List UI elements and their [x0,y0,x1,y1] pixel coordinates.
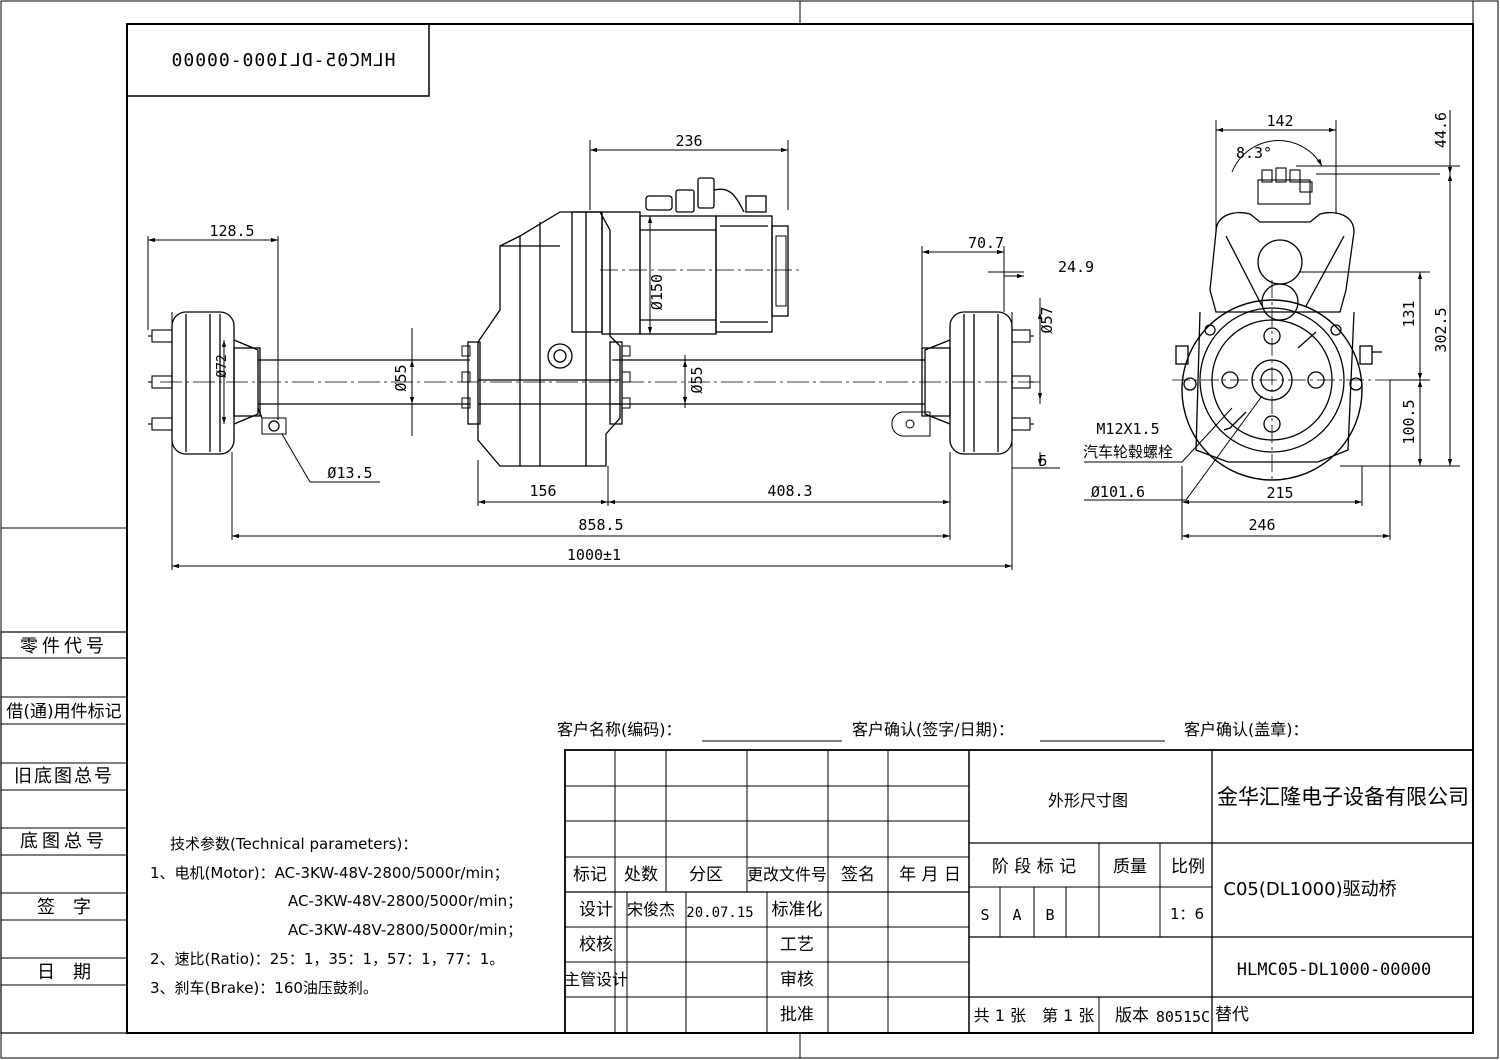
designer-name: 宋俊杰 [627,900,675,919]
side-view [1172,167,1390,481]
dim-1000: 1000±1 [567,546,621,564]
dim-156: 156 [529,482,556,500]
dim-phi55-right: Ø55 [688,366,706,393]
stage-a: A [1012,906,1021,924]
tech-motor-1: 1、电机(Motor)：AC-3KW-48V-2800/5000r/min； [150,864,509,882]
technical-parameters: 技术参数(Technical parameters)： 1、电机(Motor)：… [150,835,522,997]
gearbox-housing [461,211,631,467]
check-label: 校核 [579,935,613,955]
rev-header-zone: 分区 [689,865,723,885]
standardize-label: 标准化 [772,900,823,920]
chief-design-label: 主管设计 [564,970,628,989]
mirrored-drawing-number: HLMC05-DL1000-00000 [171,50,396,71]
rev-header-date: 年 月 日 [899,865,961,885]
dim-44-6: 44.6 [1432,112,1450,148]
side-view-dimensions [1084,110,1460,540]
left-side-column: 零件代号 借(通)用件标记 旧底图总号 底图总号 签 字 日 期 [0,631,128,1034]
stage-b: B [1045,906,1054,924]
dim-128-5: 128.5 [209,222,254,240]
dim-246: 246 [1248,516,1275,534]
version-value: 80515C [1156,1008,1210,1026]
tech-motor-2: AC-3KW-48V-2800/5000r/min； [288,892,522,910]
dim-131: 131 [1400,300,1418,327]
dim-phi57: Ø57 [1038,306,1056,333]
dim-5: 5 [1038,452,1047,470]
tech-ratio: 2、速比(Ratio)：25：1，35：1，57：1，77：1。 [150,950,504,968]
rev-header-change-doc: 更改文件号 [747,865,827,884]
customer-confirmation: 客户名称(编码)： 客户确认(签字/日期)： 客户确认(盖章)： [557,720,1309,742]
mirrored-drawing-number-box: HLMC05-DL1000-00000 [126,23,430,97]
left-brake-drum [148,311,287,455]
borrowed-part-label: 借(通)用件标记 [6,702,121,722]
product-name: C05(DL1000)驱动桥 [1223,879,1396,900]
dim-70-7: 70.7 [968,234,1004,252]
dim-302-5: 302.5 [1432,307,1450,352]
dim-142: 142 [1266,112,1293,130]
bolt-name: 汽车轮毂螺栓 [1083,443,1173,461]
right-brake-drum [891,311,1034,455]
rev-header-count: 处数 [624,865,658,885]
old-base-drawing-label: 旧底图总号 [14,766,114,787]
date-label: 日 期 [37,962,91,983]
approve-label: 批准 [780,1005,814,1025]
rev-header-mark: 标记 [573,865,607,885]
dim-236: 236 [675,132,702,150]
dim-phi13-5: Ø13.5 [327,464,372,482]
customer-confirm-sign-label: 客户确认(签字/日期)： [852,720,1014,739]
rev-header-sign: 签名 [841,865,875,885]
tech-heading: 技术参数(Technical parameters)： [170,835,417,853]
dim-phi101-6: Ø101.6 [1091,483,1145,501]
dim-phi55-left: Ø55 [392,364,410,391]
version-label: 版本 [1115,1006,1149,1026]
front-view [147,140,1060,570]
tech-motor-3: AC-3KW-48V-2800/5000r/min； [288,921,522,939]
dim-408-3: 408.3 [767,482,812,500]
side-view-dimension-text: 142 8.3° 44.6 131 302.5 100.5 215 246 Ø1… [1083,112,1450,534]
dim-858-5: 858.5 [578,516,623,534]
front-view-dimension-text: 236 128.5 70.7 24.9 Ø150 Ø57 Ø55 Ø55 Ø72… [209,132,1094,564]
dim-215: 215 [1266,484,1293,502]
process-label: 工艺 [780,935,814,955]
sheets-label: 共 1 张 第 1 张 [974,1006,1095,1025]
motor-body [571,177,800,335]
stage-label: 阶 段 标 记 [992,857,1076,877]
dim-angle: 8.3° [1236,144,1272,162]
title-drawing-number: HLMC05-DL1000-00000 [1237,960,1431,980]
dim-100-5: 100.5 [1400,399,1418,444]
front-view-dimensions [147,140,1060,570]
title-block [564,749,1474,1034]
design-date: 20.07.15 [686,905,753,921]
dim-phi150: Ø150 [648,274,666,310]
drawing-type: 外形尺寸图 [1048,791,1128,810]
replace-label: 替代 [1215,1005,1249,1025]
customer-confirm-seal-label: 客户确认(盖章)： [1184,720,1309,739]
bolt-spec: M12X1.5 [1096,420,1159,438]
tech-brake: 3、刹车(Brake)：160油压鼓刹。 [150,979,378,997]
scale-label: 比例 [1171,857,1205,877]
company-name: 金华汇隆电子设备有限公司 [1217,785,1469,809]
mass-label: 质量 [1113,857,1147,877]
dim-phi72: Ø72 [215,354,230,377]
stage-s: S [980,906,989,924]
dim-24-9: 24.9 [1058,258,1094,276]
part-code-label: 零件代号 [20,636,108,657]
base-drawing-label: 底图总号 [20,831,108,852]
title-block-text: 标记 处数 分区 更改文件号 签名 年 月 日 设计 宋俊杰 20.07.15 … [564,785,1469,1026]
design-label: 设计 [579,900,613,920]
review-label: 审核 [780,970,814,990]
scale-value: 1：6 [1170,905,1204,923]
customer-name-label: 客户名称(编码)： [557,720,682,739]
signature-label: 签 字 [37,897,91,918]
